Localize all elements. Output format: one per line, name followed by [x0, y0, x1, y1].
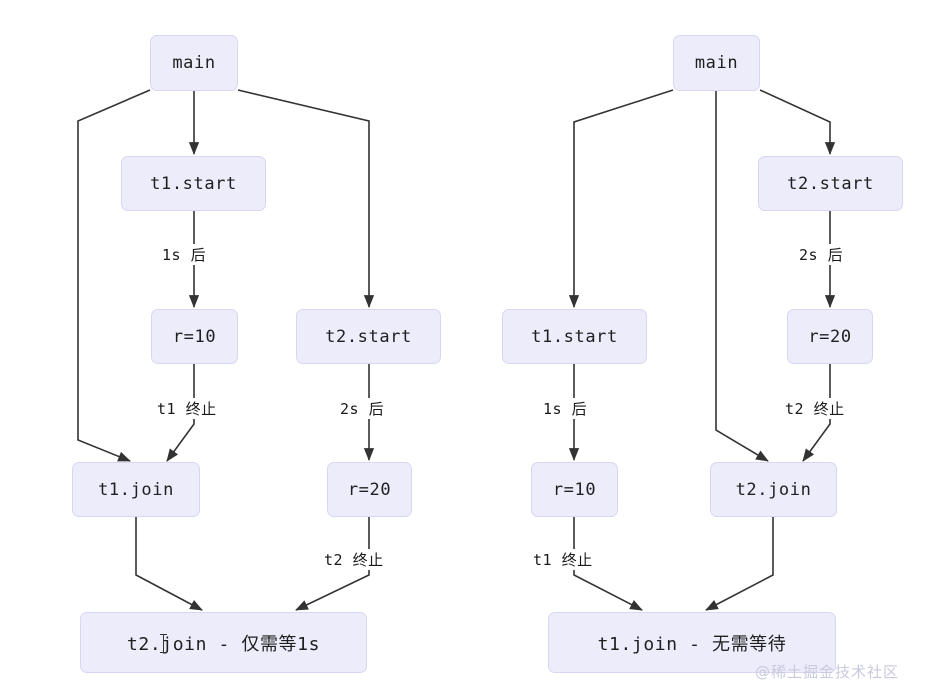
node-t2-start-left[interactable]: t2.start — [296, 309, 441, 364]
edge-l-main-t2start — [237, 89, 375, 308]
edge-label-2s-right: 2s 后 — [797, 244, 846, 265]
node-r20-left[interactable]: r=20 — [327, 462, 412, 517]
node-t2-start-right[interactable]: t2.start — [758, 156, 903, 211]
edge-label-t1-terminate-left: t1 终止 — [155, 398, 219, 419]
node-final-left[interactable]: t2.join - 仅需等1s — [80, 612, 367, 673]
node-t1-start-left[interactable]: t1.start — [121, 156, 266, 211]
edge-label-t2-terminate-right: t2 终止 — [783, 398, 847, 419]
node-r10-left[interactable]: r=10 — [151, 309, 238, 364]
edge-label-1s-right: 1s 后 — [541, 398, 590, 419]
node-r10-right[interactable]: r=10 — [531, 462, 618, 517]
edge-r-main-t2start — [759, 89, 836, 155]
text-cursor — [160, 634, 167, 653]
edge-r-r20-t2join — [802, 364, 831, 462]
edge-l-r20-final — [295, 517, 370, 611]
edge-r-r10-final — [573, 517, 643, 611]
edge-label-1s-left: 1s 后 — [160, 244, 209, 265]
node-t2-join-right[interactable]: t2.join — [710, 462, 837, 517]
watermark: @稀土掘金技术社区 — [755, 663, 900, 681]
edge-l-main-t1join — [77, 89, 151, 462]
node-main-right[interactable]: main — [673, 35, 760, 91]
edge-r-t2join-final — [705, 517, 774, 611]
edge-label-t1-terminate-right: t1 终止 — [531, 549, 595, 570]
edge-r-main-t2join — [715, 91, 769, 462]
edge-label-t2-terminate-left: t2 终止 — [322, 549, 386, 570]
node-r20-right[interactable]: r=20 — [787, 309, 873, 364]
edge-label-2s-left: 2s 后 — [338, 398, 387, 419]
node-final-right[interactable]: t1.join - 无需等待 — [548, 612, 836, 673]
edge-l-r10-t1join — [166, 364, 195, 462]
node-t1-start-right[interactable]: t1.start — [502, 309, 647, 364]
edge-l-t1join-final — [135, 517, 203, 611]
node-t1-join-left[interactable]: t1.join — [72, 462, 200, 517]
node-main-left[interactable]: main — [150, 35, 238, 91]
edge-r-main-t1start — [568, 89, 674, 308]
